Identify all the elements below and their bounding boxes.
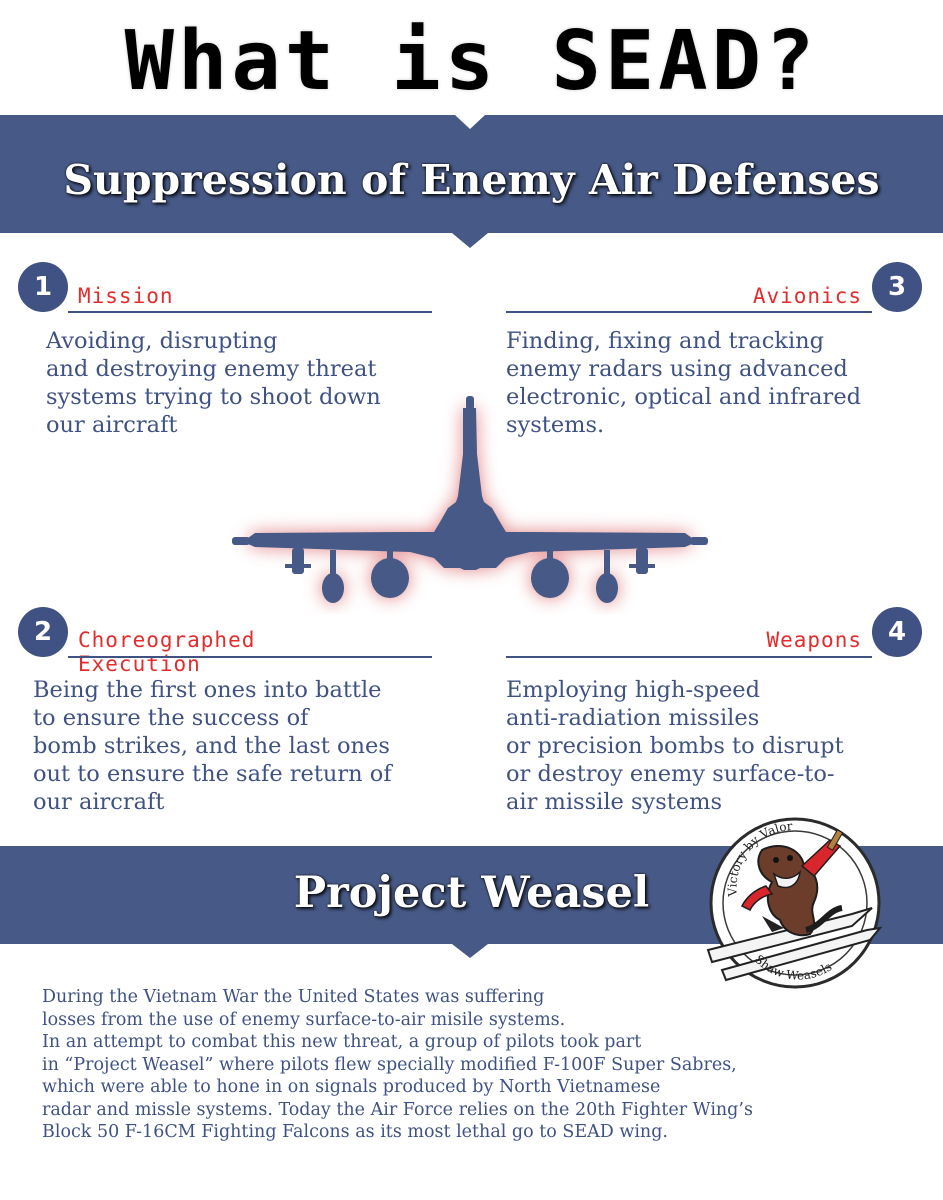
number-badge: 1 [18, 262, 68, 312]
number-badge: 3 [872, 262, 922, 312]
paragraph-line: In an attempt to combat this new threat,… [42, 1032, 642, 1052]
paragraph-line: radar and missle systems. Today the Air … [42, 1099, 753, 1120]
project-weasel-band [0, 846, 943, 958]
shaw-weasels-emblem: Victory by Valor Shaw Weasels [702, 810, 888, 996]
section-rule [506, 311, 872, 313]
section-body: Finding, fixing and tracking enemy radar… [506, 327, 861, 439]
section-rule [68, 656, 432, 658]
paragraph-line: in “Project Weasel” where pilots flew sp… [42, 1054, 737, 1075]
body-line: Finding, fixing and tracking [506, 328, 825, 354]
body-line: to ensure the success of [33, 705, 309, 731]
body-line: our aircraft [33, 789, 165, 815]
body-line: or precision bombs to disrupt [506, 733, 844, 759]
banner-title: Suppression of Enemy Air Defenses [63, 156, 880, 204]
page-title: What is SEAD? [124, 14, 819, 109]
section-heading: Choreographed Execution [78, 628, 256, 676]
body-line: anti-radiation missiles [506, 705, 760, 731]
project-weasel-paragraph: During the Vietnam War the United States… [42, 986, 922, 1144]
banner-shape [0, 115, 943, 248]
body-line: enemy radars using advanced [506, 356, 848, 382]
section-body: Avoiding, disrupting and destroying enem… [46, 327, 381, 439]
number-badge: 2 [18, 607, 68, 657]
section-rule [506, 656, 872, 658]
body-line: out to ensure the safe return of [33, 761, 392, 787]
section-heading: Avionics [752, 284, 862, 308]
paragraph-line: which were able to hone in on signals pr… [42, 1077, 661, 1097]
paragraph-line: During the Vietnam War the United States… [42, 987, 545, 1007]
project-title: Project Weasel [293, 868, 650, 918]
jet-graphic [230, 392, 710, 614]
body-line: and destroying enemy threat [46, 356, 377, 382]
section-rule [68, 311, 432, 313]
body-line: systems. [506, 412, 605, 438]
project-band-shape [0, 846, 943, 958]
body-line: electronic, optical and infrared [506, 384, 862, 410]
f16-jet-silhouette-icon [232, 396, 708, 603]
body-line: bomb strikes, and the last ones [33, 733, 390, 759]
weasel-emblem-icon: Victory by Valor Shaw Weasels [706, 817, 883, 989]
banner-band [0, 115, 943, 248]
body-line: or destroy enemy surface-to- [506, 761, 835, 787]
paragraph-line: Block 50 F-16CM Fighting Falcons as its … [42, 1122, 668, 1142]
body-line: our aircraft [46, 412, 178, 438]
body-line: systems trying to shoot down [46, 384, 381, 410]
body-line: Being the first ones into battle [33, 677, 382, 703]
body-line: Employing high-speed [506, 677, 761, 703]
number-badge: 4 [872, 607, 922, 657]
section-body: Being the first ones into battle to ensu… [33, 676, 392, 816]
section-body: Employing high-speed anti-radiation miss… [506, 676, 844, 816]
body-line: air missile systems [506, 789, 723, 815]
section-heading: Mission [78, 284, 174, 308]
body-line: Avoiding, disrupting [46, 328, 278, 354]
section-heading: Weapons [766, 628, 862, 652]
paragraph-line: losses from the use of enemy surface-to-… [42, 1009, 566, 1030]
